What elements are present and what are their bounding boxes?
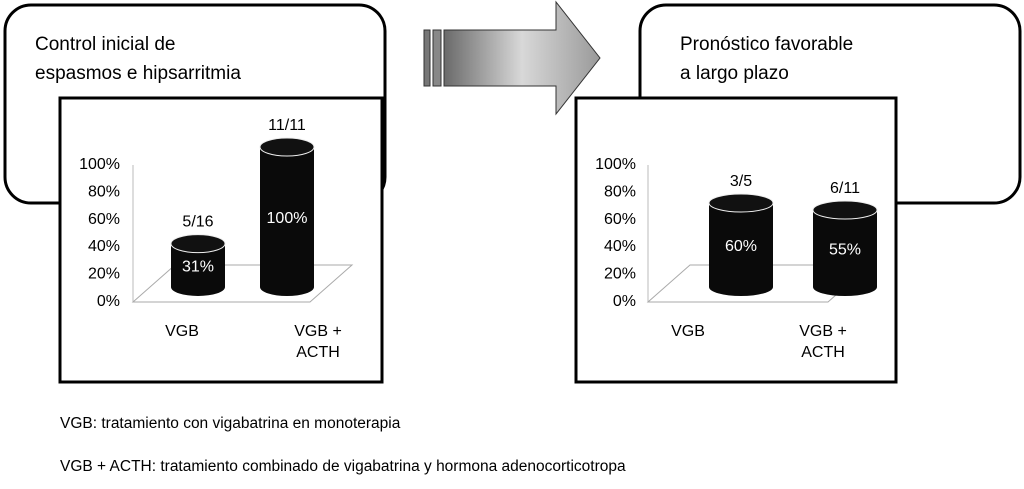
bar-top [708, 193, 774, 213]
y-tick-label: 0% [613, 293, 636, 310]
value-label: 55% [829, 242, 861, 259]
value-label: 31% [182, 258, 214, 275]
value-label: 100% [267, 210, 308, 227]
y-tick-label: 20% [88, 266, 120, 283]
bar-top [812, 200, 878, 220]
y-tick-label: 40% [604, 238, 636, 255]
y-tick-label: 0% [97, 293, 120, 310]
y-tick-label: 20% [604, 266, 636, 283]
y-tick-label: 100% [595, 156, 636, 173]
bar-top [259, 137, 315, 157]
fraction-label: 6/11 [830, 180, 860, 197]
category-label: VGB + [294, 323, 342, 340]
bar-top [170, 234, 226, 254]
bar-cylinder [709, 203, 773, 296]
category-label: VGB [165, 323, 199, 340]
right-title-line2: a largo plazo [680, 63, 789, 84]
legend-vgb: VGB: tratamiento con vigabatrina en mono… [60, 415, 401, 432]
value-label: 60% [725, 238, 757, 255]
bar-cylinder [813, 210, 877, 296]
category-label: VGB [671, 323, 705, 340]
y-tick-label: 80% [604, 183, 636, 200]
right-title-line1: Pronóstico favorable [680, 34, 853, 55]
left-title-line1: Control inicial de [35, 34, 175, 55]
arrow-right-icon [423, 0, 601, 116]
legend-vgb-acth: VGB + ACTH: tratamiento combinado de vig… [60, 458, 626, 475]
bar-cylinder [260, 147, 314, 296]
y-tick-label: 60% [604, 211, 636, 228]
category-label: ACTH [801, 344, 845, 361]
y-tick-label: 60% [88, 211, 120, 228]
category-label: VGB + [799, 323, 847, 340]
y-tick-label: 80% [88, 183, 120, 200]
bar-cylinder [171, 243, 225, 296]
category-label: ACTH [296, 344, 340, 361]
fraction-label: 11/11 [268, 117, 306, 134]
fraction-label: 5/16 [182, 214, 213, 231]
left-title-line2: espasmos e hipsarritmia [35, 63, 241, 84]
y-tick-label: 100% [79, 156, 120, 173]
fraction-label: 3/5 [730, 173, 752, 190]
chart-floor [131, 264, 354, 303]
y-tick-label: 40% [88, 238, 120, 255]
